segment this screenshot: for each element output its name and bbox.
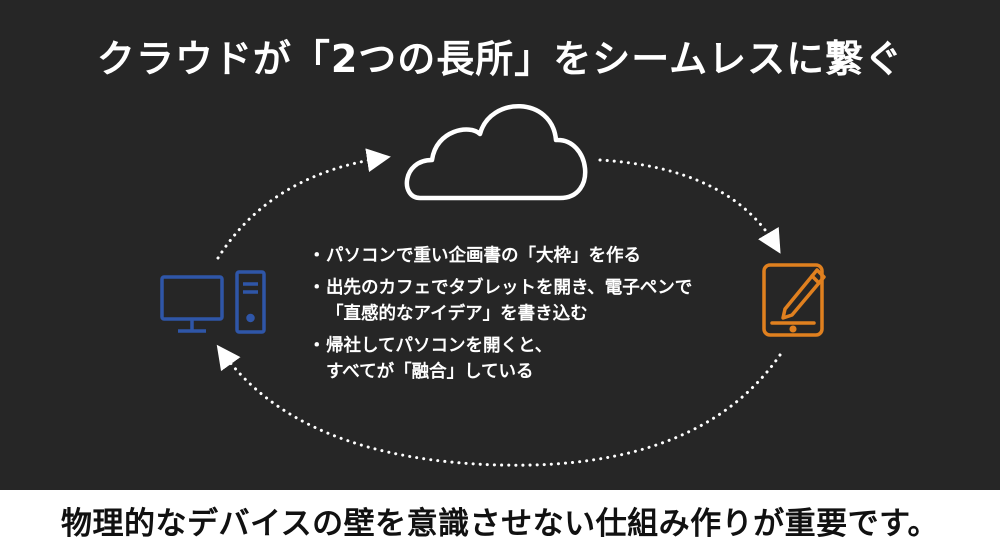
desktop-computer-icon [160,270,266,334]
slide-title: クラウドが「2つの長所」をシームレスに繋ぐ [96,37,904,81]
bullet-marker: ・ [308,246,326,266]
bullet-text: 帰社してパソコンを開くと、 すべてが「融合」している [326,336,553,382]
slide-background: クラウドが「2つの長所」をシームレスに繋ぐ [96,37,904,467]
caption-bar: 物理的なデバイスの壁を意識させない仕組み作りが重要です。 [0,490,1000,551]
cycle-diagram [160,104,826,467]
bullet-marker: ・ [308,336,326,356]
bullet-marker: ・ [308,278,326,298]
arrow-pc-to-cloud [216,148,391,260]
bullet-item: ・ 出先のカフェでタブレットを開き、電子ペンで 「直感的なアイデア」を書き込む [308,275,748,327]
bullet-item: ・ 帰社してパソコンを開くと、 すべてが「融合」している [308,333,748,385]
cloud-icon [404,104,588,201]
arrow-tablet-to-pc [216,344,782,467]
tablet-pen-icon [762,263,826,337]
arrow-cloud-to-tablet [598,158,781,254]
bullet-text: 出先のカフェでタブレットを開き、電子ペンで 「直感的なアイデア」を書き込む [326,278,693,324]
subtitle-caption: 物理的なデバイスの壁を意識させない仕組み作りが重要です。 [61,506,939,542]
bullet-text: パソコンで重い企画書の「大枠」を作る [326,246,641,266]
bullet-item: ・ パソコンで重い企画書の「大枠」を作る [308,243,748,269]
bullet-list: ・ パソコンで重い企画書の「大枠」を作る ・ 出先のカフェでタブレットを開き、電… [308,243,748,391]
